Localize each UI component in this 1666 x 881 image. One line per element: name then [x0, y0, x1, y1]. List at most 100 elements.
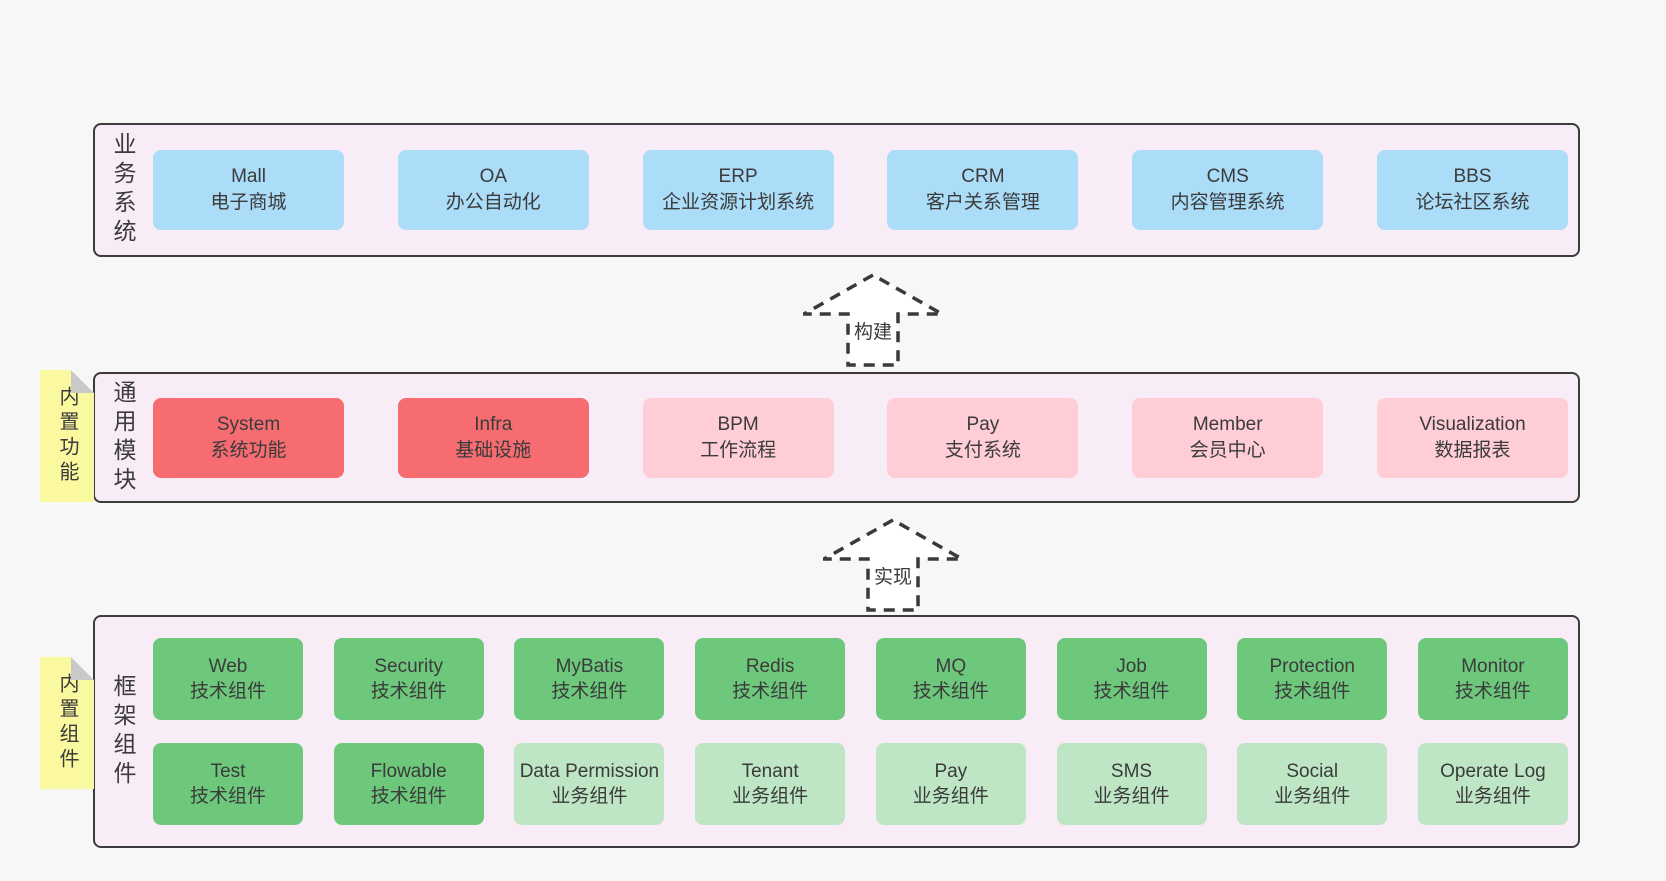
arrow-label: 构建: [850, 316, 896, 345]
module-title: Protection: [1269, 656, 1355, 677]
module-subtitle: 业务组件: [1454, 786, 1531, 807]
module-subtitle: 业务组件: [1274, 786, 1351, 807]
module-title: Job: [1116, 656, 1147, 677]
module-box-sms: SMS 业务组件: [1056, 743, 1207, 825]
module-box-member: Member 会员中心: [1132, 397, 1324, 478]
module-subtitle: 业务组件: [1093, 786, 1170, 807]
module-subtitle: 客户关系管理: [925, 192, 1040, 213]
layer-title: 业务系统: [110, 132, 136, 248]
module-title: Visualization: [1419, 413, 1526, 435]
module-title: SMS: [1110, 761, 1153, 782]
module-title: Web: [208, 656, 248, 677]
module-subtitle: 内容管理系统: [1170, 192, 1285, 213]
sticky-label: 内置组件: [56, 673, 78, 773]
module-title: CRM: [961, 166, 1005, 187]
folded-corner-icon: [71, 370, 94, 393]
arrow-label: 实现: [870, 561, 916, 590]
module-subtitle: 支付系统: [944, 439, 1021, 461]
module-box-protection: Protection 技术组件: [1237, 638, 1388, 720]
module-subtitle: 企业资源计划系统: [662, 192, 815, 213]
sticky-label: 内置功能: [56, 386, 78, 486]
module-title: Pay: [966, 413, 1000, 435]
module-box-test: Test 技术组件: [153, 743, 303, 825]
module-subtitle: 技术组件: [1454, 681, 1531, 702]
module-box-pay: Pay 支付系统: [887, 397, 1079, 478]
module-box-tenant: Tenant 业务组件: [695, 743, 846, 825]
module-box-mybatis: MyBatis 技术组件: [514, 638, 665, 720]
module-subtitle: 技术组件: [551, 681, 628, 702]
module-box-mq: MQ 技术组件: [875, 638, 1026, 720]
module-subtitle: 技术组件: [912, 681, 989, 702]
module-title: Tenant: [741, 761, 799, 782]
module-box-operate-log: Operate Log 业务组件: [1417, 743, 1568, 825]
build-arrow: 构建: [803, 272, 943, 367]
module-title: Pay: [934, 761, 968, 782]
folded-corner-icon: [71, 657, 94, 680]
sticky-note: 内置组件: [40, 657, 94, 789]
module-title: Infra: [474, 413, 513, 435]
sticky-note: 内置功能: [40, 370, 94, 502]
module-title: BBS: [1453, 166, 1492, 187]
module-title: Redis: [745, 656, 795, 677]
module-title: Test: [210, 761, 246, 782]
module-title: Member: [1192, 413, 1263, 435]
module-subtitle: 办公自动化: [445, 192, 541, 213]
module-subtitle: 工作流程: [700, 439, 777, 461]
module-subtitle: 技术组件: [189, 681, 266, 702]
module-subtitle: 电子商城: [210, 192, 287, 213]
module-subtitle: 业务组件: [732, 786, 809, 807]
module-subtitle: 论坛社区系统: [1415, 192, 1530, 213]
layer-title: 框架组件: [110, 673, 136, 790]
module-box-infra: Infra 基础设施: [397, 397, 589, 478]
module-subtitle: 技术组件: [1274, 681, 1351, 702]
module-title: System: [216, 413, 281, 435]
module-box-social: Social 业务组件: [1237, 743, 1388, 825]
implement-arrow: 实现: [823, 517, 963, 612]
module-subtitle: 技术组件: [732, 681, 809, 702]
module-box-crm: CRM 客户关系管理: [887, 150, 1079, 230]
module-title: MQ: [935, 656, 967, 677]
module-box-oa: OA 办公自动化: [397, 150, 589, 230]
module-subtitle: 技术组件: [189, 786, 266, 807]
module-title: Mall: [231, 166, 266, 187]
module-title: MyBatis: [555, 656, 624, 677]
module-box-bbs: BBS 论坛社区系统: [1376, 150, 1568, 230]
module-subtitle: 会员中心: [1189, 439, 1266, 461]
module-subtitle: 基础设施: [455, 439, 532, 461]
module-title: BPM: [717, 413, 759, 435]
module-title: Social: [1286, 761, 1339, 782]
module-subtitle: 数据报表: [1434, 439, 1511, 461]
module-title: OA: [479, 166, 508, 187]
module-title: ERP: [718, 166, 758, 187]
module-box-bpm: BPM 工作流程: [642, 397, 834, 478]
module-title: Operate Log: [1440, 761, 1546, 782]
module-subtitle: 技术组件: [370, 681, 447, 702]
layer-business-systems: 业务系统 Mall 电子商城 OA 办公自动化 ERP 企业资源计划系统 CRM 客户关系管理…: [93, 123, 1580, 257]
module-box-data-permission: Data Permission 业务组件: [514, 743, 665, 825]
module-subtitle: 技术组件: [370, 786, 447, 807]
module-subtitle: 业务组件: [912, 786, 989, 807]
module-box-pay: Pay 业务组件: [875, 743, 1026, 825]
module-subtitle: 业务组件: [551, 786, 628, 807]
module-title: Data Permission: [519, 761, 660, 782]
module-box-redis: Redis 技术组件: [695, 638, 846, 720]
module-box-erp: ERP 企业资源计划系统: [642, 150, 834, 230]
layer-title: 通用模块: [110, 379, 136, 496]
module-box-mall: Mall 电子商城: [153, 150, 344, 230]
